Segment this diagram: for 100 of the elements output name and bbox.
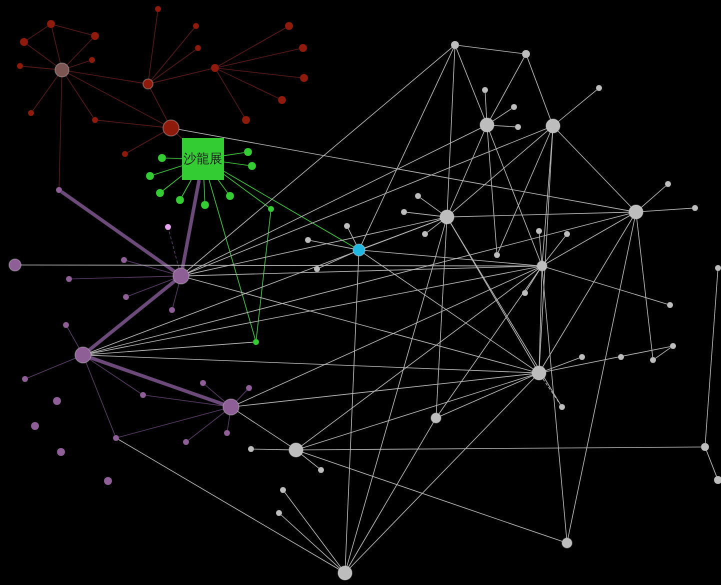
network-node bbox=[536, 260, 548, 272]
connector-line bbox=[218, 180, 228, 194]
network-node bbox=[47, 20, 55, 28]
connector-line bbox=[446, 48, 456, 210]
connector-line bbox=[484, 92, 487, 118]
connector-line bbox=[348, 422, 434, 568]
connector-line bbox=[172, 283, 180, 308]
network-node bbox=[20, 38, 28, 46]
network-node bbox=[91, 32, 99, 40]
connector-line bbox=[186, 47, 452, 272]
network-node bbox=[559, 404, 565, 410]
network-node bbox=[57, 448, 65, 456]
network-node bbox=[314, 266, 320, 272]
connector-line bbox=[66, 38, 93, 66]
connector-line bbox=[364, 253, 534, 370]
network-node bbox=[31, 422, 39, 430]
connector-line bbox=[348, 228, 357, 245]
network-node bbox=[17, 63, 23, 69]
network-node bbox=[201, 201, 209, 209]
connector-line bbox=[88, 280, 176, 352]
network-node bbox=[92, 117, 98, 123]
network-node bbox=[522, 50, 530, 58]
connector-line bbox=[188, 218, 441, 275]
network-node bbox=[140, 392, 146, 398]
connector-line bbox=[86, 362, 116, 436]
node-label-box: 沙龍展 bbox=[182, 138, 224, 180]
network-node bbox=[156, 189, 164, 197]
connector-line bbox=[224, 152, 244, 156]
connector-line bbox=[254, 448, 290, 450]
network-node bbox=[480, 118, 494, 132]
connector-line bbox=[346, 223, 446, 567]
network-node bbox=[146, 172, 154, 180]
network-node bbox=[280, 487, 286, 493]
connector-line bbox=[218, 48, 300, 68]
connector-line bbox=[178, 129, 630, 212]
connector-line bbox=[218, 69, 279, 99]
connector-line bbox=[90, 266, 538, 354]
network-node bbox=[562, 538, 572, 548]
network-node bbox=[596, 85, 602, 91]
connector-line bbox=[284, 492, 342, 568]
connector-line bbox=[118, 408, 224, 438]
network-node bbox=[300, 74, 308, 82]
network-node bbox=[536, 228, 542, 234]
connector-line bbox=[301, 454, 320, 468]
network-node bbox=[162, 120, 180, 136]
connector-line bbox=[489, 131, 541, 262]
connector-line bbox=[204, 384, 226, 402]
connector-line bbox=[526, 270, 540, 291]
connector-line bbox=[319, 252, 354, 268]
network-node bbox=[248, 162, 256, 170]
connector-line bbox=[542, 270, 567, 538]
connector-line bbox=[544, 236, 566, 262]
network-node bbox=[28, 110, 34, 116]
connector-line bbox=[538, 234, 542, 262]
network-node bbox=[430, 412, 442, 424]
network-node bbox=[66, 276, 72, 282]
connector-line bbox=[180, 180, 201, 268]
connector-line bbox=[27, 358, 76, 378]
connector-line bbox=[127, 132, 164, 153]
network-node bbox=[714, 476, 721, 484]
network-node bbox=[715, 265, 721, 271]
connector-line bbox=[208, 180, 256, 340]
connector-line bbox=[427, 220, 442, 233]
connector-line bbox=[188, 128, 547, 274]
connector-line bbox=[454, 212, 630, 218]
connector-line bbox=[704, 270, 718, 444]
connector-line bbox=[558, 90, 598, 122]
network-node bbox=[564, 231, 570, 237]
connector-line bbox=[90, 356, 224, 406]
network-node bbox=[546, 118, 560, 134]
connector-line bbox=[218, 28, 286, 66]
network-node bbox=[415, 193, 421, 199]
network-node bbox=[401, 209, 407, 215]
network-node bbox=[224, 430, 230, 436]
connector-line bbox=[568, 218, 635, 538]
connector-line bbox=[118, 439, 340, 570]
network-node bbox=[268, 206, 274, 212]
connector-line bbox=[256, 212, 272, 340]
network-node bbox=[515, 124, 521, 130]
connector-line bbox=[90, 342, 254, 355]
network-node bbox=[222, 398, 240, 416]
connector-line bbox=[558, 130, 632, 208]
connector-line bbox=[26, 44, 57, 66]
connector-line bbox=[350, 378, 534, 568]
connector-line bbox=[545, 358, 580, 371]
connector-line bbox=[216, 71, 244, 117]
connector-line bbox=[498, 132, 551, 253]
connector-line bbox=[706, 450, 717, 477]
connector-line bbox=[204, 180, 206, 202]
network-node bbox=[451, 41, 459, 49]
network-node bbox=[288, 442, 304, 458]
network-node bbox=[211, 64, 219, 72]
connector-line bbox=[542, 378, 561, 405]
connector-line bbox=[32, 75, 58, 111]
network-node bbox=[482, 87, 488, 93]
network-node bbox=[121, 257, 127, 263]
network-node bbox=[248, 446, 254, 452]
network-node bbox=[618, 354, 624, 360]
connector-line bbox=[72, 276, 174, 280]
network-node bbox=[244, 148, 252, 156]
